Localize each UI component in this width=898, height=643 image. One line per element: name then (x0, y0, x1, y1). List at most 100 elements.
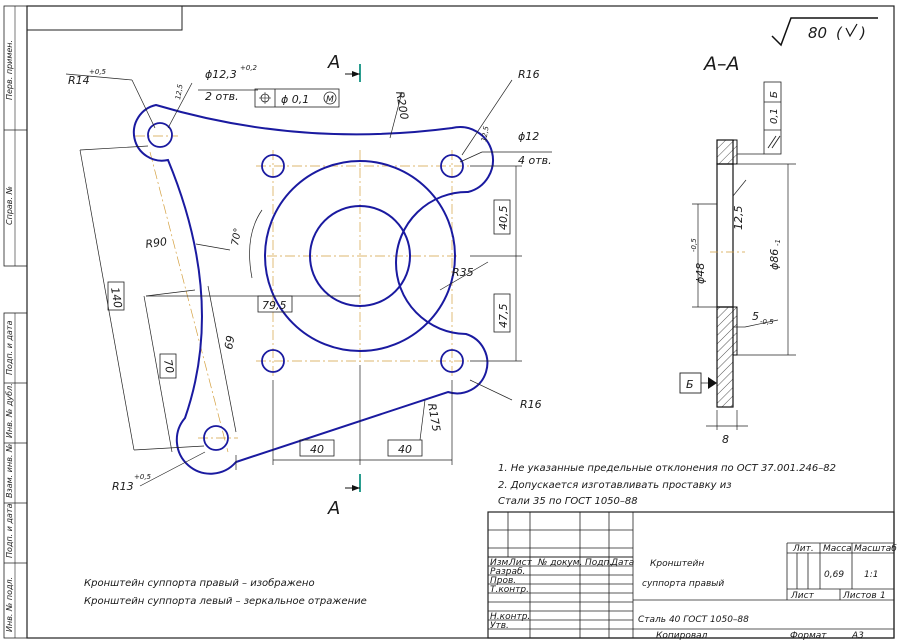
roughness-check-icon (845, 23, 858, 38)
section-lower-lip (732, 306, 738, 356)
bracket-outline (132, 103, 494, 475)
tb-head-doc: № докум. (537, 558, 582, 568)
variant-note-left: Кронштейн суппорта левый – зеркальное от… (84, 596, 367, 607)
section-upper-lip (732, 139, 738, 165)
roughness-value: 80 (808, 24, 827, 42)
dim-r14: R14 (68, 74, 90, 87)
dim-bolt-d: ϕ12 (518, 130, 539, 143)
tb-copied: Копировал (656, 631, 708, 641)
stamp-orig-no: Инв. № подл. (5, 577, 14, 632)
note-3: Стали 35 по ГОСТ 1050–88 (498, 496, 638, 507)
tb-scale-label: Масштаб (854, 544, 897, 554)
dim-d48-tol: -0,5 (690, 238, 698, 252)
mmc-icon (323, 91, 337, 105)
side-stamp-column: Перв. примен. Справ. № Подп. и дата Инв.… (3, 5, 28, 639)
parallel-datum: Б (769, 91, 780, 98)
dim-r16-bottom: R16 (520, 398, 542, 411)
stamp-first-use: Перв. примен. (5, 40, 14, 100)
tb-row-checker: Пров. (490, 576, 516, 586)
variant-notes: Кронштейн суппорта правый – изображено К… (84, 577, 367, 607)
dimension-lines (65, 73, 552, 487)
title-block-text: Изм. Лист № докум. Подп. Дата Разраб. Пр… (490, 544, 897, 641)
tb-material: Сталь 40 ГОСТ 1050–88 (638, 615, 749, 625)
bolt-hole-top-right (440, 154, 464, 178)
section-cut-markers: A A (327, 52, 361, 519)
datum-triangle-icon (708, 377, 717, 389)
dim-d86: ϕ86 (768, 249, 781, 270)
technical-notes: 1. Не указанные предельные отклонения по… (498, 463, 836, 507)
dim-hole-d-tol: +0,2 (240, 64, 258, 72)
dim-5-tol: -0,5 (760, 318, 774, 326)
dim-70-box (159, 353, 177, 379)
datum-frame (679, 372, 702, 394)
mount-hole-bottom (203, 425, 229, 451)
tb-sheets-label: Листов (842, 591, 877, 601)
dim-angle-70: 70° (230, 227, 244, 246)
tb-head-izm: Изм. (490, 558, 511, 568)
mount-hole-top (147, 122, 173, 148)
dim-79-5: 79,5 (262, 299, 287, 312)
top-left-stamp (27, 6, 183, 31)
bracket-plan-view: A A R14 +0,5 ϕ12,3 +0,2 2 отв. 12,5 ϕ 0,… (65, 52, 552, 519)
dim-r90: R90 (145, 235, 168, 251)
dim-bolt-qty: 4 отв. (518, 154, 552, 167)
stamp-sign-date-2: Подп. и дата (5, 503, 14, 558)
roughness-paren: ( (836, 24, 843, 42)
tb-head-list: Лист (508, 558, 533, 568)
dim-140-box (107, 281, 125, 311)
tb-row-approved: Утв. (490, 621, 509, 631)
flange-ring (264, 160, 456, 352)
dim-70: 70 (161, 358, 176, 374)
stamp-ref-no: Справ. № (5, 186, 14, 225)
dim-r13: R13 (112, 480, 134, 493)
center-bore (309, 205, 411, 307)
tb-row-tcontrol: Т.контр. (490, 585, 529, 595)
section-letter-bottom: A (327, 498, 340, 519)
section-lower-flange (716, 306, 734, 408)
dim-d86-tol: -1 (774, 239, 782, 246)
dim-r200: R200 (393, 90, 411, 120)
variant-note-right: Кронштейн суппорта правый – изображено (84, 577, 315, 589)
bolt-hole-top-left (261, 154, 285, 178)
dim-8: 8 (722, 433, 729, 446)
dim-40-left: 40 (310, 443, 324, 456)
tb-mass-label: Масса (823, 544, 852, 554)
tb-sheet-label: Лист (790, 591, 815, 601)
tb-head-date: Дата (610, 558, 634, 568)
roughness-paren-close: ) (859, 24, 866, 42)
dim-rough: 12,5 (732, 206, 745, 231)
tb-title-line1: Кронштейн (650, 559, 704, 569)
parallel-tol-frame (763, 81, 782, 155)
note-1: 1. Не указанные предельные отклонения по… (498, 463, 836, 474)
tb-head-sign: Подп. (585, 558, 612, 568)
tb-lit-label: Лит. (792, 544, 814, 554)
parallel-tol-value: 0,1 (769, 108, 780, 124)
tb-scale-value: 1:1 (864, 570, 878, 580)
stamp-replace-no: Взам. инв. № (5, 444, 14, 498)
bolt-hole-bottom-left (261, 349, 285, 373)
parallel-icon (767, 135, 777, 149)
dim-hole-d: ϕ12,3 (205, 68, 237, 81)
dim-d48: ϕ48 (694, 263, 707, 284)
bolt-hole-bottom-right (440, 349, 464, 373)
dim-79-5-box (257, 295, 293, 313)
tb-sheets-value: 1 (880, 591, 886, 601)
section-upper-flange (716, 139, 734, 165)
tb-row-developer: Разраб. (490, 567, 525, 577)
mmc-letter: M (326, 95, 334, 105)
dim-47-5: 47,5 (497, 304, 510, 329)
title-block (487, 511, 895, 639)
tb-format-label: Формат (790, 631, 827, 641)
stamp-dup-no: Инв. № дубл. (5, 383, 14, 438)
dim-47-5-box (493, 293, 511, 333)
dim-r14-tol: +0,5 (89, 68, 107, 76)
dim-40-5-box (493, 199, 511, 235)
tb-title-line2: суппорта правый (642, 579, 724, 589)
dim-r35: R35 (452, 266, 474, 279)
dim-69: 69 (222, 334, 237, 350)
dim-40-right-box (387, 439, 423, 457)
position-tolerance-frame: ϕ 0,1 M (254, 88, 340, 108)
section-title: А–А (702, 53, 740, 75)
dim-r13-tol: +0,5 (134, 473, 152, 481)
